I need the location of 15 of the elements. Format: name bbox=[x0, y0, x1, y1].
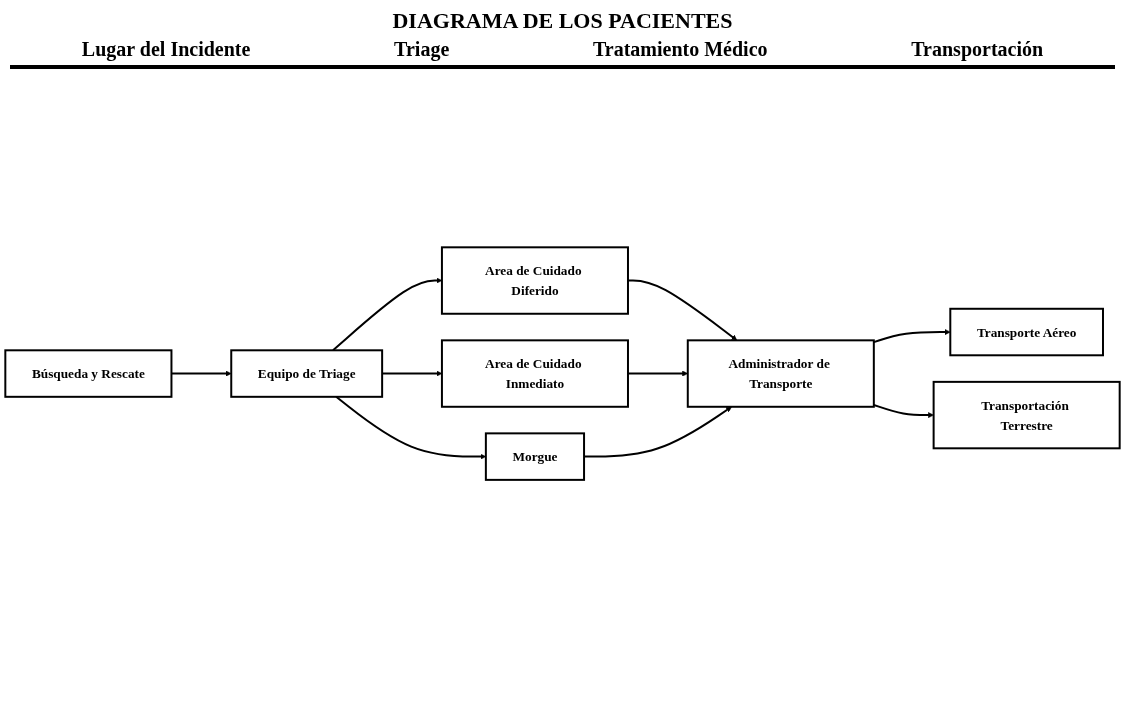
node-box: Administrador de Transporte bbox=[686, 339, 875, 409]
node-box: Area de Cuidado Diferido bbox=[440, 246, 629, 316]
column-header: Transportación bbox=[911, 38, 1044, 61]
arrow bbox=[872, 404, 934, 419]
node-box: Búsqueda y Rescate bbox=[4, 349, 173, 399]
node-box: Morgue bbox=[484, 432, 586, 482]
node-box: Transportación Terrestre bbox=[932, 381, 1121, 450]
arrow bbox=[627, 279, 738, 341]
diagram-title: DIAGRAMA DE LOS PACIENTES bbox=[391, 8, 734, 34]
column-header: Triage bbox=[394, 38, 450, 61]
node-box: Transporte Aéreo bbox=[949, 308, 1104, 357]
column-header: Tratamiento Médico bbox=[592, 38, 768, 61]
node-box: Area de Cuidado Inmediato bbox=[440, 339, 629, 409]
column-header: Lugar del Incidente bbox=[81, 38, 251, 61]
node-box: Equipo de Triage bbox=[230, 349, 384, 399]
